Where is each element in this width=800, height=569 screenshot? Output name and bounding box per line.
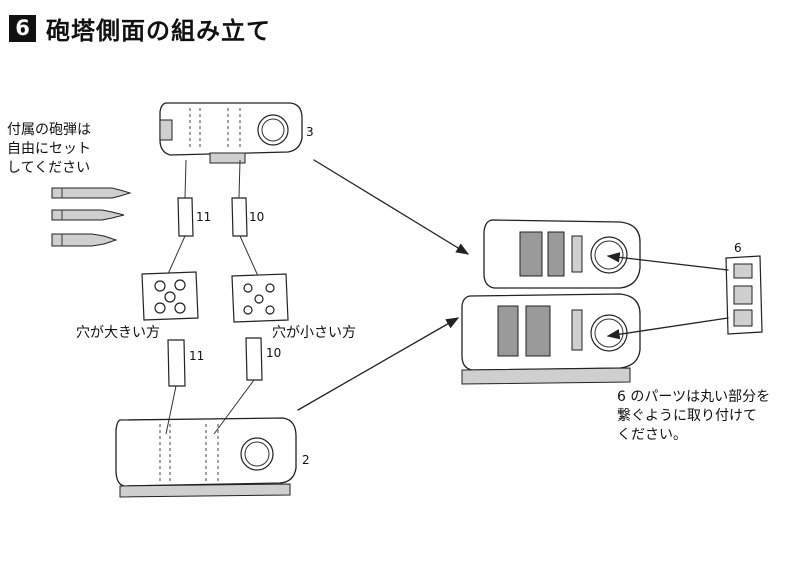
step-number-badge: 6: [9, 14, 36, 42]
step-title: 砲塔側面の組み立て: [46, 16, 271, 45]
assembled-turret-side: [461, 219, 641, 385]
label-part-6: 6: [734, 241, 742, 255]
hatch-circle: [240, 437, 274, 471]
part-6-connector: [725, 255, 763, 335]
note-small-holes: 穴が小さい方: [272, 325, 356, 341]
small-hole-plate: [231, 273, 289, 323]
note-part-6: 6 のパーツは丸い部分を 繋ぐように取り付けて ください。: [617, 389, 771, 443]
arrow-part2-to-assembly: [297, 317, 460, 411]
label-part-3: 3: [306, 125, 314, 139]
arrow-part3-to-assembly: [313, 159, 470, 255]
label-part-10-upper: 10: [249, 210, 264, 224]
note-bullets: 付属の砲弾は 自由にセット してください: [7, 122, 91, 176]
part-10-upper: [231, 159, 259, 277]
label-part-2: 2: [302, 453, 310, 467]
bullet-shells: [51, 187, 132, 247]
label-part-11-upper: 11: [196, 210, 211, 224]
part-11-upper: [167, 159, 194, 275]
label-part-11-lower: 11: [189, 349, 204, 363]
arrow-part6-lower: [606, 317, 729, 340]
part-3-panel: [159, 102, 303, 164]
part-10-lower: [213, 337, 263, 435]
label-part-10-lower: 10: [266, 346, 281, 360]
part-11-lower: [165, 339, 186, 435]
arrow-part6-upper: [606, 252, 729, 271]
lower-hatch-circle: [590, 314, 628, 352]
upper-hatch-circle: [590, 236, 628, 274]
step-header: 6 砲塔側面の組み立て: [9, 13, 271, 45]
part-2-panel: [115, 417, 297, 498]
note-big-holes: 穴が大きい方: [76, 325, 160, 341]
big-hole-plate: [141, 271, 199, 321]
